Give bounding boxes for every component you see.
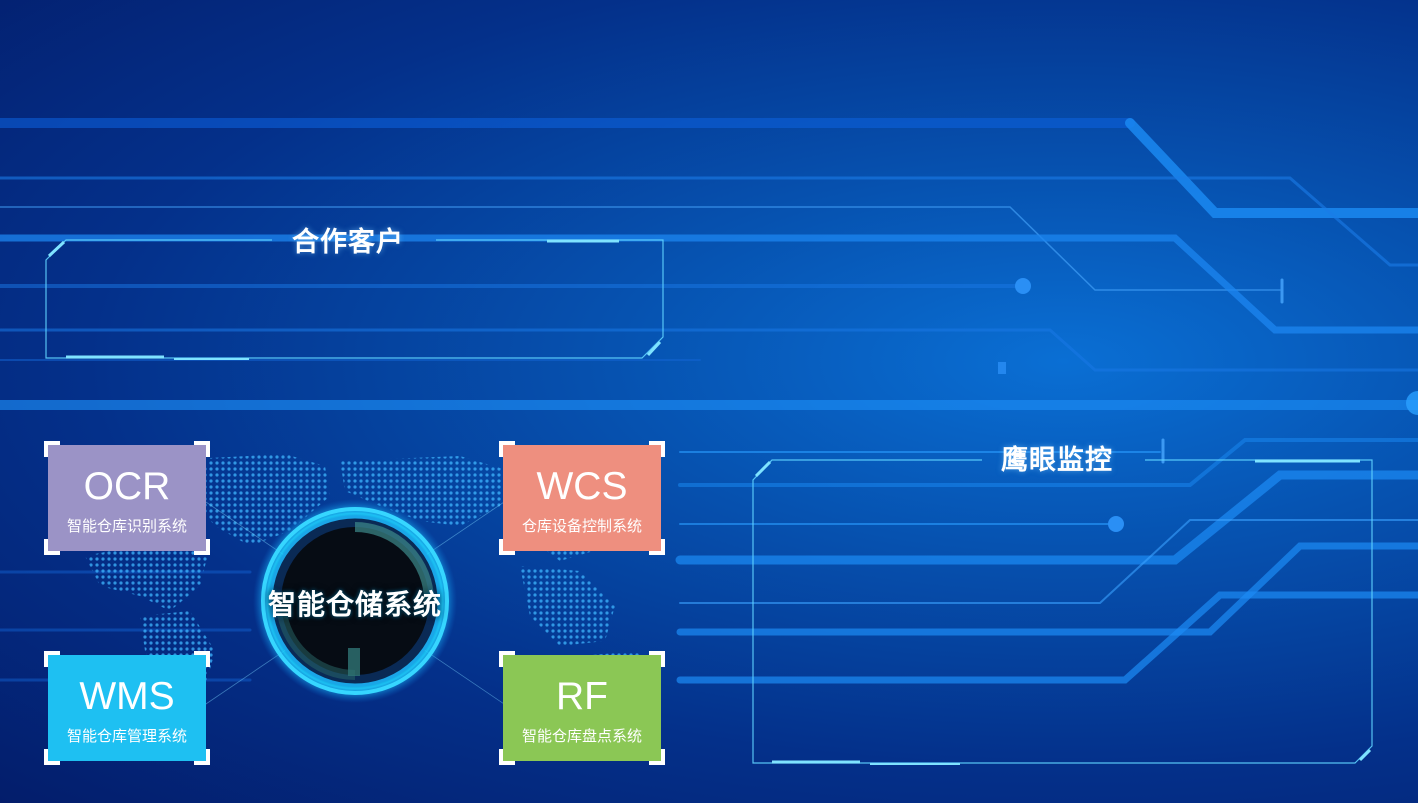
clients-panel: 合作客户 [44, 220, 668, 365]
wcs-system-code: WCS [536, 465, 628, 508]
hub-label: 智能仓储系统 [267, 588, 442, 621]
corner-bracket [44, 441, 60, 457]
corner-bracket [194, 539, 210, 555]
wms-system-desc: 智能仓库管理系统 [66, 727, 187, 745]
corner-bracket [649, 539, 665, 555]
smart-warehouse-hub[interactable]: 智能仓储系统 [252, 498, 458, 704]
clients-panel-frame [45, 239, 664, 360]
rf-system-desc: 智能仓库盘点系统 [521, 727, 642, 745]
corner-bracket [44, 651, 60, 667]
hub-ring-icon [253, 499, 457, 703]
rf-system-code: RF [556, 675, 608, 718]
corner-bracket [499, 651, 515, 667]
ocr-system-code: OCR [83, 465, 171, 508]
rf-system-card[interactable]: RF 智能仓库盘点系统 [499, 651, 665, 765]
eagle-eye-panel-frame [752, 459, 1373, 765]
wcs-system-card[interactable]: WCS 仓库设备控制系统 [499, 441, 665, 555]
corner-bracket [499, 441, 515, 457]
clients-panel-title: 合作客户 [292, 227, 404, 258]
wms-system-code: WMS [79, 675, 175, 718]
ocr-system-card[interactable]: OCR 智能仓库识别系统 [44, 441, 210, 555]
eagle-eye-monitor-panel: 鹰眼监控 [750, 438, 1378, 768]
corner-bracket [649, 441, 665, 457]
wcs-system-desc: 仓库设备控制系统 [521, 517, 642, 535]
wms-system-card[interactable]: WMS 智能仓库管理系统 [44, 651, 210, 765]
smart-warehouse-diagram: OCR 智能仓库识别系统 WCS 仓库设备控制系统 WMS 智能仓库管理系统 R… [40, 436, 670, 770]
corner-bracket [649, 651, 665, 667]
corner-bracket [649, 749, 665, 765]
corner-bracket [194, 651, 210, 667]
ocr-system-desc: 智能仓库识别系统 [66, 517, 187, 535]
corner-bracket [499, 539, 515, 555]
corner-bracket [499, 749, 515, 765]
corner-bracket [194, 749, 210, 765]
corner-bracket [44, 749, 60, 765]
corner-bracket [194, 441, 210, 457]
corner-bracket [44, 539, 60, 555]
eagle-eye-panel-title: 鹰眼监控 [1001, 445, 1113, 476]
